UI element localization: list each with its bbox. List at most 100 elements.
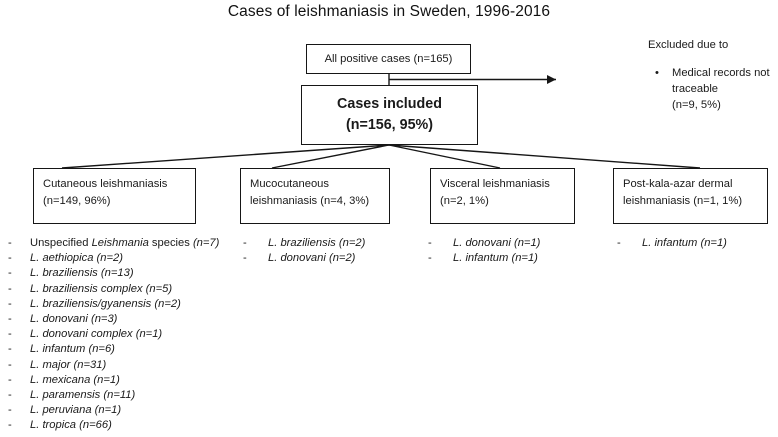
- species-list-item: - L. paramensis (n=11): [8, 388, 219, 403]
- species-name: L. braziliensis/gyanensis (n=2): [30, 297, 181, 312]
- all-positive-label: All positive cases (n=165): [324, 52, 453, 65]
- species-list-item: - L. aethiopica (n=2): [8, 251, 219, 266]
- dash-bullet-icon: -: [8, 282, 12, 295]
- species-binomial: L. infantum: [642, 237, 698, 249]
- species-name: L. mexicana (n=1): [30, 373, 120, 388]
- visceral-label: Visceral leishmaniasis: [440, 178, 550, 190]
- species-binomial: L. peruviana: [30, 404, 92, 417]
- species-binomial: Leishmania: [91, 237, 149, 249]
- species-count: (n=2): [93, 252, 123, 265]
- species-list-item: - L. braziliensis (n=2): [243, 236, 365, 251]
- mucocutaneous-label: Mucocutaneous: [250, 178, 329, 190]
- box-mucocutaneous-leishmaniasis: Mucocutaneous leishmaniasis (n=4, 3%): [240, 168, 390, 224]
- species-name: L. infantum (n=1): [642, 236, 727, 251]
- species-binomial: L. donovani: [268, 252, 326, 265]
- postkalaazar-label: Post-kala-azar dermal: [623, 178, 733, 190]
- dash-bullet-icon: -: [8, 297, 12, 310]
- species-suffix: species: [148, 237, 190, 249]
- dash-bullet-icon: -: [8, 373, 12, 386]
- box-visceral-leishmaniasis: Visceral leishmaniasis (n=2, 1%): [430, 168, 575, 224]
- species-list-visceral: - L. donovani (n=1) - L. infantum (n=1): [428, 236, 540, 266]
- species-binomial: L. mexicana: [30, 373, 91, 386]
- species-count: (n=1): [132, 328, 163, 341]
- page-title: Cases of leishmaniasis in Sweden, 1996-2…: [227, 3, 551, 20]
- species-name: L. braziliensis complex (n=5): [30, 282, 172, 297]
- species-count: (n=2): [335, 237, 366, 249]
- species-list-item: - L. braziliensis complex (n=5): [8, 282, 219, 297]
- species-name: L. braziliensis (n=2): [268, 236, 365, 251]
- species-list-item: - L. peruviana (n=1): [8, 403, 219, 418]
- species-list-cutaneous: -Unspecified Leishmania species (n=7)-L.…: [8, 236, 219, 434]
- species-binomial: L. donovani: [30, 313, 88, 326]
- species-name: L. infantum (n=6): [30, 342, 115, 357]
- species-name: L. braziliensis (n=13): [30, 266, 134, 281]
- species-list-item: - L. major (n=31): [8, 358, 219, 373]
- species-binomial: L. braziliensis: [30, 267, 98, 280]
- species-binomial: L. braziliensis: [268, 237, 336, 249]
- species-name: L. donovani complex (n=1): [30, 327, 162, 342]
- postkalaazar-count: leishmaniasis (n=1, 1%): [623, 195, 743, 207]
- species-binomial: L. donovani complex: [30, 328, 133, 341]
- species-count: (n=3): [87, 313, 118, 326]
- species-list-item: -L. donovani (n=3): [8, 312, 219, 327]
- species-name: L. infantum (n=1): [453, 251, 538, 266]
- species-count: (n=1): [90, 373, 120, 386]
- species-binomial: L. braziliensis/gyanensis: [30, 297, 152, 310]
- visceral-count: (n=2, 1%): [440, 195, 489, 207]
- species-binomial: L. donovani: [453, 237, 511, 249]
- species-prefix: Unspecified: [30, 237, 92, 249]
- species-binomial: L. tropica: [30, 419, 77, 432]
- box-all-positive-cases: All positive cases (n=165): [306, 44, 471, 74]
- species-count: (n=2): [151, 297, 181, 310]
- dash-bullet-icon: -: [428, 252, 432, 265]
- species-list-item: - L. infantum (n=6): [8, 342, 219, 357]
- excluded-reason-text: Medical records not traceable: [672, 67, 770, 95]
- excluded-heading: Excluded due to: [648, 39, 729, 51]
- species-list-item: - L. tropica (n=66): [8, 418, 219, 433]
- excluded-reason-count: (n=9, 5%): [672, 99, 721, 111]
- cutaneous-count: (n=149, 96%): [43, 195, 111, 207]
- dash-bullet-icon: -: [8, 404, 12, 417]
- species-count: (n=13): [97, 267, 134, 280]
- species-list-item: - Unspecified Leishmania species (n=7): [8, 236, 219, 251]
- species-count: (n=1): [91, 404, 122, 417]
- cases-included-label: Cases included: [337, 96, 442, 112]
- species-name: L. paramensis (n=11): [30, 388, 135, 403]
- dash-bullet-icon: -: [8, 358, 12, 371]
- species-binomial: L. paramensis: [30, 389, 101, 402]
- species-binomial: L. aethiopica: [30, 252, 94, 265]
- species-count: (n=6): [85, 343, 115, 356]
- box-post-kala-azar-dermal-leishmaniasis: Post-kala-azar dermal leishmaniasis (n=1…: [613, 168, 768, 224]
- species-name: L. peruviana (n=1): [30, 403, 121, 418]
- species-list-postkalaazar: -L. infantum (n=1): [617, 236, 727, 251]
- species-name: L. major (n=31): [30, 358, 106, 373]
- species-count: (n=1): [697, 237, 727, 249]
- species-count: (n=31): [70, 358, 107, 371]
- dash-bullet-icon: -: [8, 252, 12, 265]
- dash-bullet-icon: -: [8, 419, 12, 432]
- species-name: L. tropica (n=66): [30, 418, 112, 433]
- dash-bullet-icon: -: [8, 389, 12, 402]
- species-list-item: -L. infantum (n=1): [617, 236, 727, 251]
- excluded-reason-item: • Medical records not traceable (n=9, 5%…: [655, 65, 778, 113]
- species-name: Unspecified Leishmania species (n=7): [30, 236, 219, 251]
- dash-bullet-icon: -: [8, 343, 12, 356]
- species-list-item: - L. mexicana (n=1): [8, 373, 219, 388]
- box-cases-included: Cases included (n=156, 95%): [301, 85, 478, 145]
- species-name: L. donovani (n=2): [268, 251, 355, 266]
- dash-bullet-icon: -: [428, 237, 432, 249]
- species-name: L. donovani (n=1): [453, 236, 540, 251]
- species-binomial: L. infantum: [453, 252, 509, 265]
- dash-bullet-icon: -: [243, 237, 247, 249]
- dash-bullet-icon: -: [8, 237, 12, 249]
- species-count: (n=5): [142, 282, 173, 295]
- species-count: (n=66): [76, 419, 112, 432]
- species-list-item: - L. donovani (n=2): [243, 251, 365, 266]
- cutaneous-label: Cutaneous leishmaniasis: [43, 178, 168, 190]
- species-list-item: - L. infantum (n=1): [428, 251, 540, 266]
- species-list-item: -L. braziliensis (n=13): [8, 266, 219, 281]
- species-name: L. aethiopica (n=2): [30, 251, 123, 266]
- species-binomial: L. infantum: [30, 343, 86, 356]
- dash-bullet-icon: -: [243, 252, 247, 265]
